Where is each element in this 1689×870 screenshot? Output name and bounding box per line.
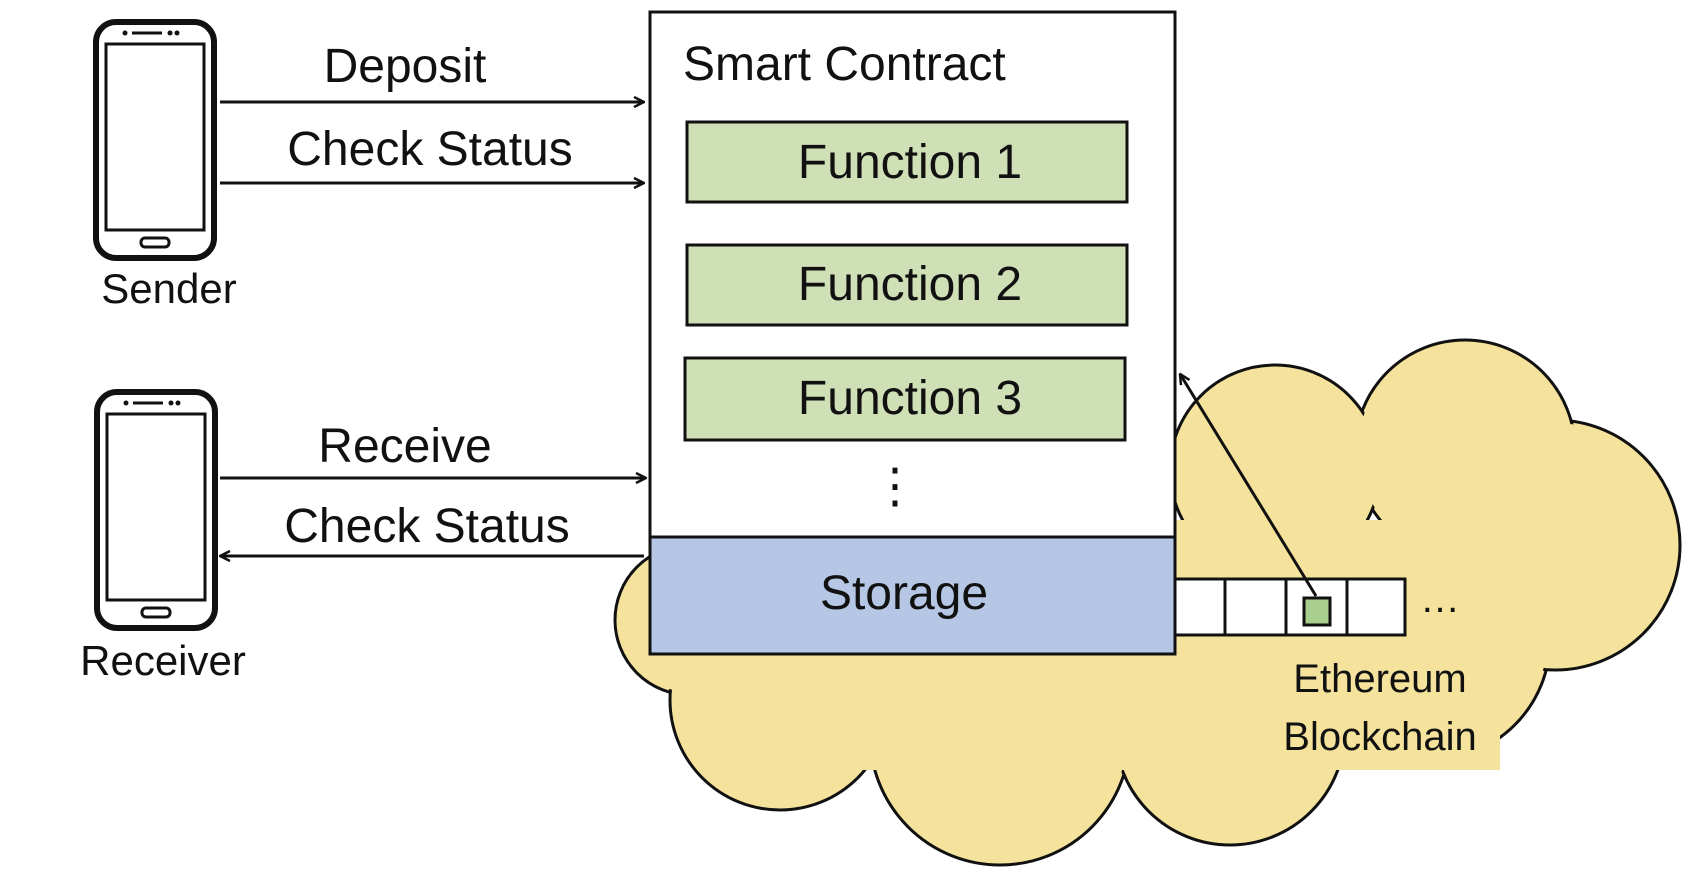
blockchain-chain: … Ethereum Blockchain [1173,577,1477,759]
storage-box [648,535,1177,656]
blockchain-label-line2: Blockchain [1283,715,1476,759]
function-1-label: Function 1 [798,136,1022,189]
deploy-arrow [1180,374,1318,597]
blockchain-label-line1: Ethereum [1293,657,1466,701]
sender-check-status-label: Check Status [287,123,572,176]
block-1 [1173,577,1227,637]
receive-label: Receive [318,420,491,473]
smart-contract-box: Smart Contract Function 1 Function 2 Fun… [648,10,1177,656]
function-3-label: Function 3 [798,372,1022,425]
block-4 [1345,577,1407,637]
highlighted-block [1302,596,1332,627]
sender-label: Sender [101,265,236,312]
function-1-box [685,120,1129,204]
block-2 [1223,577,1288,637]
function-2-label: Function 2 [798,258,1022,311]
sender-phone-icon [93,19,217,261]
more-functions-ellipsis: ⋮ [871,460,919,513]
smart-contract-title: Smart Contract [683,38,1006,91]
receiver-check-status-label: Check Status [284,500,569,553]
storage-label: Storage [820,567,988,620]
chain-ellipsis: … [1420,577,1460,621]
deposit-label: Deposit [324,40,487,93]
receiver-phone-icon [94,389,218,631]
function-2-box [685,243,1129,327]
function-3-box [683,356,1127,442]
receiver-label: Receiver [80,637,246,684]
